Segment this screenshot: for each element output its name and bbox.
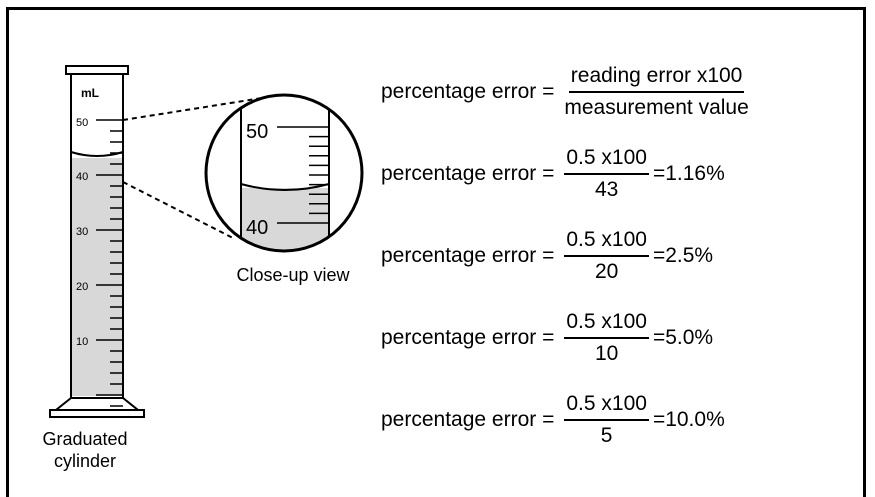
equation-result: =1.16% bbox=[652, 162, 725, 185]
denominator: 10 bbox=[594, 342, 619, 365]
denominator: 5 bbox=[600, 424, 613, 447]
cylinder-diagram: mL 50 40 30 20 10 50 40 bbox=[49, 65, 364, 418]
numerator: 0.5 x100 bbox=[564, 145, 649, 175]
fraction: 0.5 x100 5 bbox=[564, 391, 649, 449]
liquid-fill bbox=[71, 158, 123, 396]
equation-row: percentage error = 0.5 x100 10 =5.0% bbox=[381, 308, 713, 368]
fraction: 0.5 x100 20 bbox=[564, 227, 649, 285]
cylinder-tick-label: 20 bbox=[76, 281, 88, 293]
cylinder-caption-line1: Graduated bbox=[42, 429, 128, 449]
cylinder-tick-label: 40 bbox=[76, 171, 88, 183]
equation-result: =2.5% bbox=[652, 244, 714, 267]
fraction: 0.5 x100 10 bbox=[564, 309, 649, 367]
equation-result: =10.0% bbox=[652, 408, 725, 431]
equation-row: percentage error = 0.5 x100 43 =1.16% bbox=[381, 144, 725, 204]
figure-frame bbox=[6, 7, 866, 497]
equation-lhs: percentage error = bbox=[381, 244, 555, 267]
cylinder-caption-line2: cylinder bbox=[53, 451, 117, 471]
denominator: 43 bbox=[594, 178, 619, 201]
denominator: 20 bbox=[594, 260, 619, 283]
closeup-tick-label: 40 bbox=[246, 217, 268, 239]
cylinder-caption: Graduated cylinder bbox=[30, 428, 140, 472]
equation-definition: percentage error = reading error x100 me… bbox=[381, 62, 753, 122]
closeup-circle bbox=[204, 93, 364, 253]
equation-lhs: percentage error = bbox=[381, 80, 555, 103]
zoom-connector-bottom bbox=[122, 181, 234, 239]
cylinder-scale bbox=[96, 119, 123, 418]
cylinder-tick-label: 30 bbox=[76, 226, 88, 238]
closeup-liquid bbox=[241, 188, 329, 251]
closeup-view: 50 40 bbox=[204, 93, 364, 253]
closeup-scale bbox=[277, 126, 329, 224]
fraction: reading error x100 measurement value bbox=[564, 63, 748, 121]
closeup-tick-label: 50 bbox=[246, 121, 268, 143]
cylinder-tick-label: 50 bbox=[76, 117, 88, 129]
equation-lhs: percentage error = bbox=[381, 408, 555, 431]
equation-row: percentage error = 0.5 x100 5 =10.0% bbox=[381, 390, 725, 450]
equation-result: =5.0% bbox=[652, 326, 714, 349]
unit-label: mL bbox=[81, 86, 99, 100]
equation-lhs: percentage error = bbox=[381, 162, 555, 185]
cylinder-tick-label: 10 bbox=[76, 336, 88, 348]
denominator: measurement value bbox=[564, 96, 749, 119]
zoom-connector-top bbox=[122, 97, 263, 121]
cylinder-base bbox=[49, 409, 145, 418]
fraction: 0.5 x100 43 bbox=[564, 145, 649, 203]
graduated-cylinder: mL 50 40 30 20 10 bbox=[49, 65, 145, 418]
numerator: 0.5 x100 bbox=[564, 309, 649, 339]
numerator: 0.5 x100 bbox=[564, 391, 649, 421]
equation-row: percentage error = 0.5 x100 20 =2.5% bbox=[381, 226, 713, 286]
cylinder-rim bbox=[65, 65, 129, 75]
equation-lhs: percentage error = bbox=[381, 326, 555, 349]
numerator: reading error x100 bbox=[568, 63, 745, 93]
closeup-meniscus bbox=[240, 183, 330, 191]
closeup-caption: Close-up view bbox=[236, 265, 350, 285]
numerator: 0.5 x100 bbox=[564, 227, 649, 257]
cylinder-foot bbox=[53, 397, 141, 411]
